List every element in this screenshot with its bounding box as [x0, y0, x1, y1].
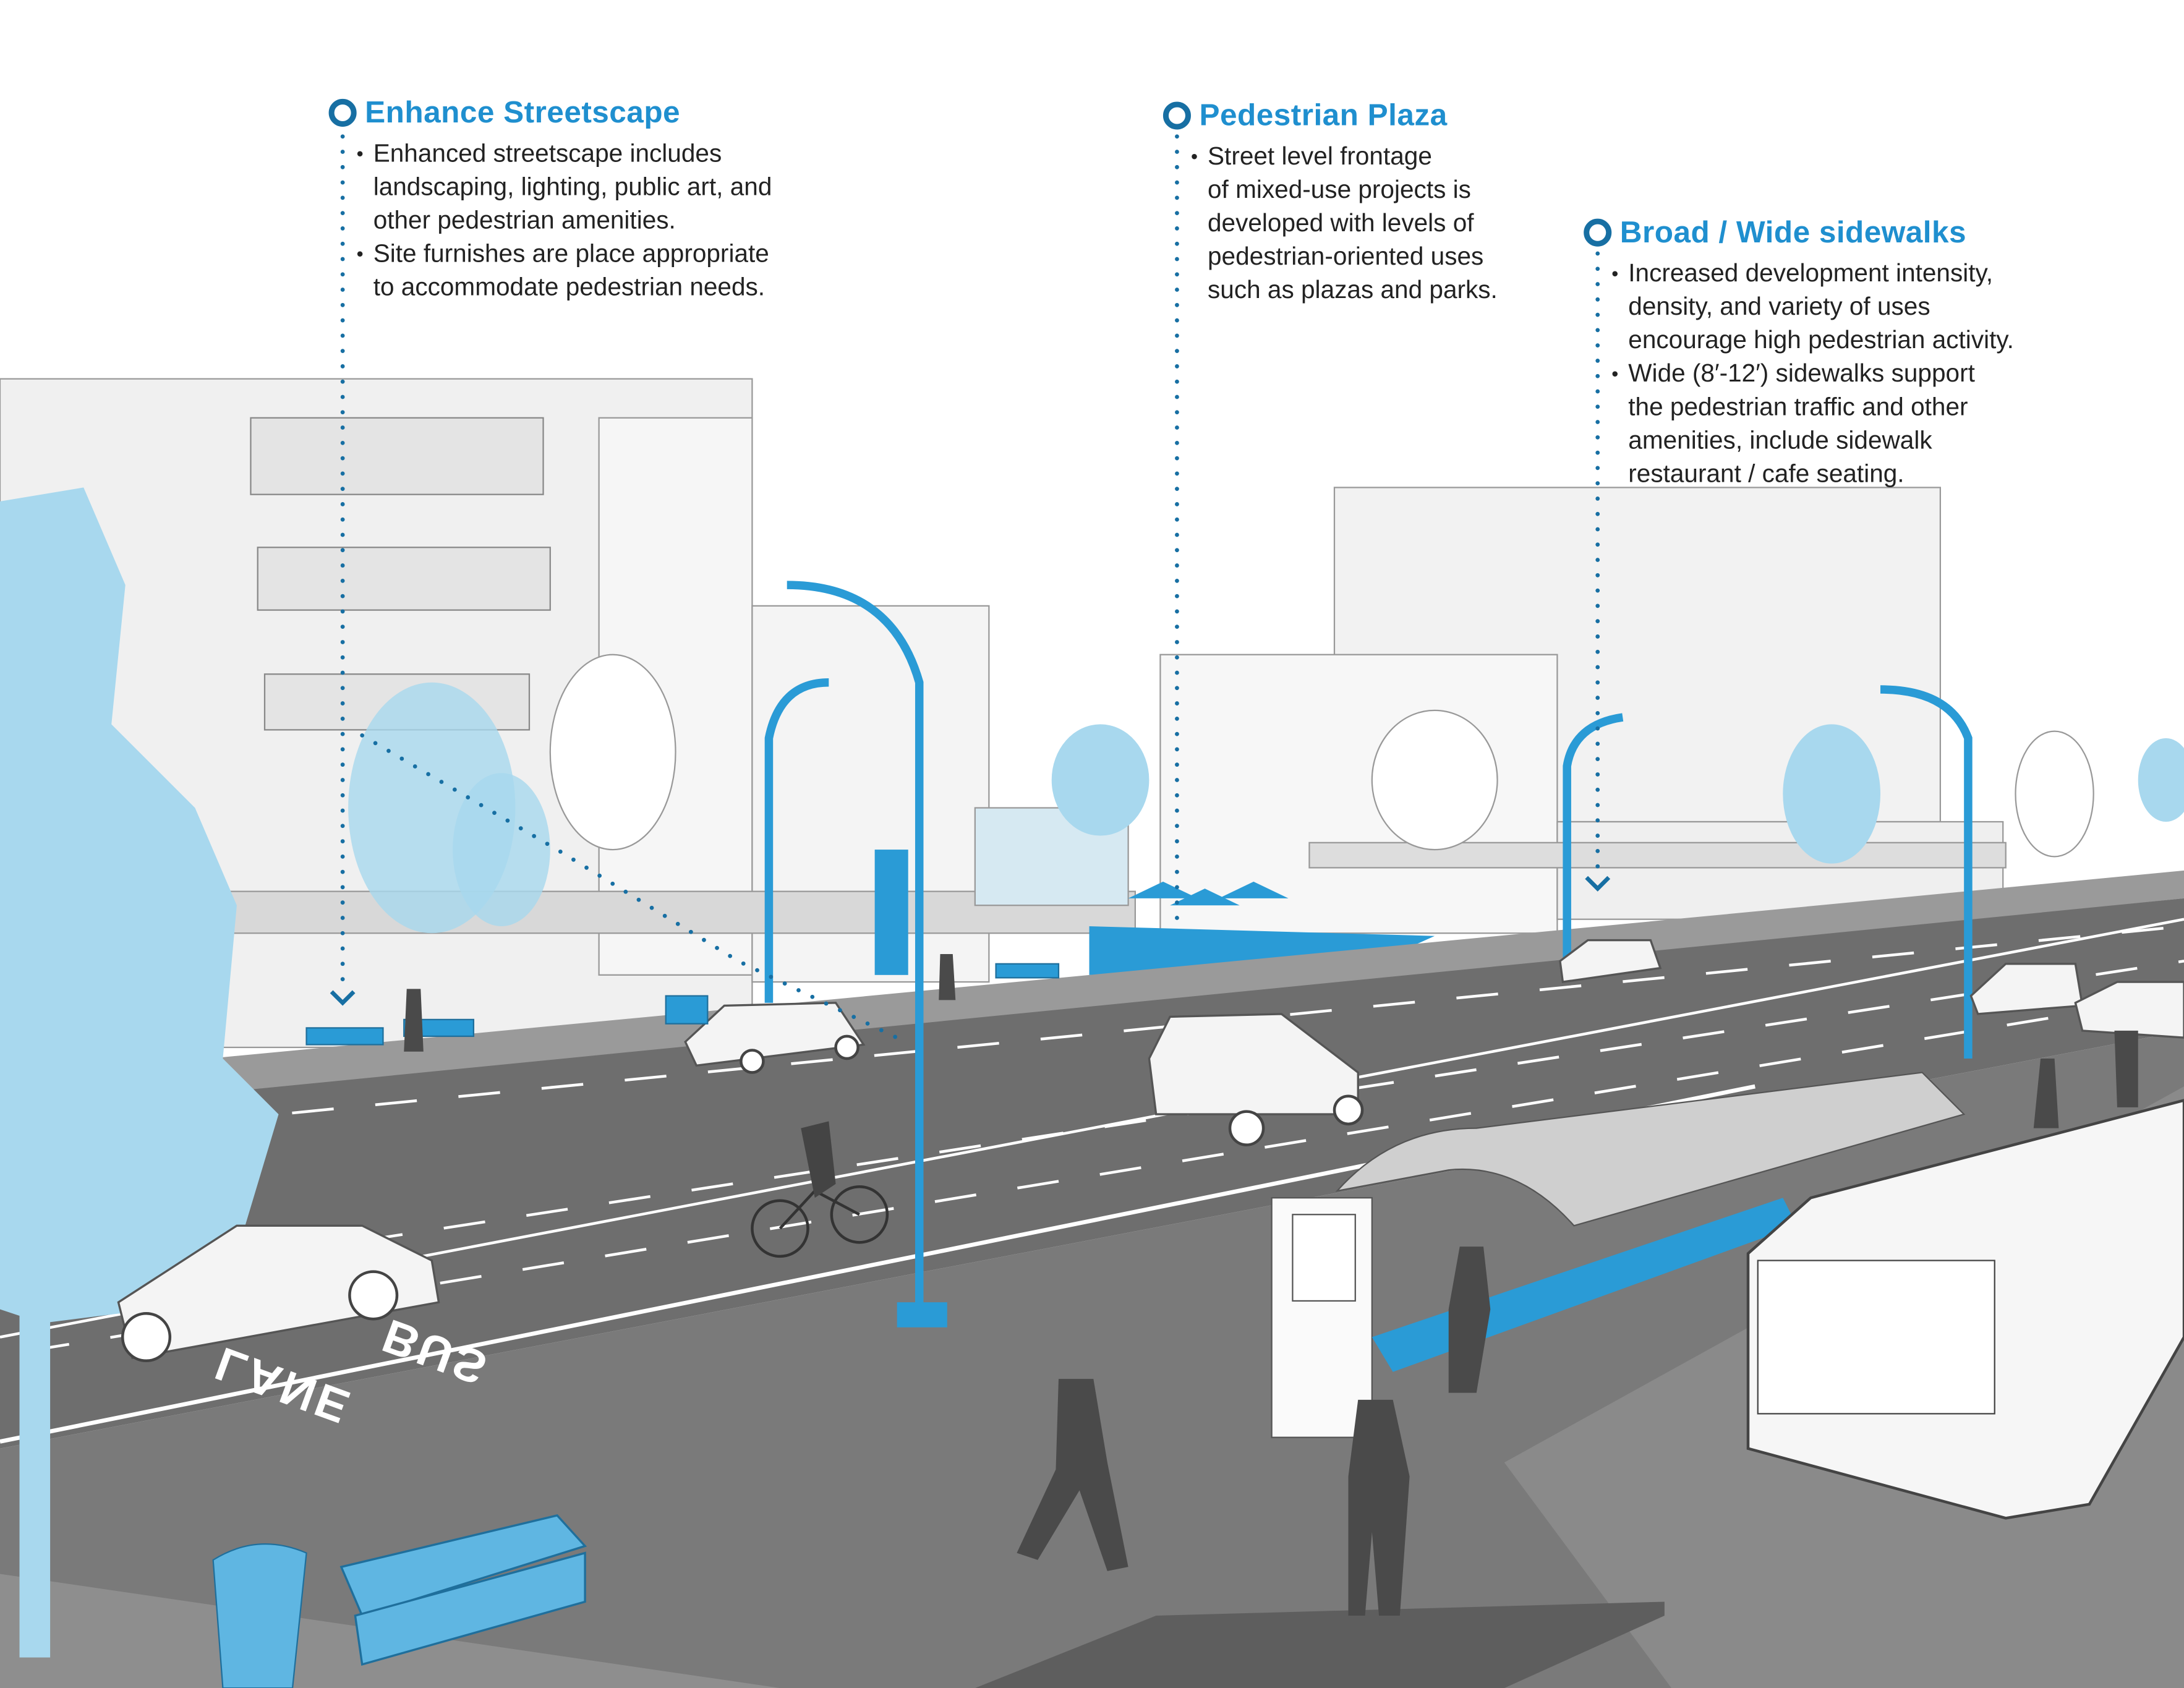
pedestrians [404, 954, 2138, 1616]
light-base [897, 1302, 947, 1328]
bench [339, 1514, 587, 1666]
callout-title: Enhance Streetscape [365, 95, 681, 130]
white-trees [549, 654, 2094, 858]
wheels [121, 1034, 1364, 1363]
right-buildings [1159, 487, 2007, 934]
trash-can [212, 1543, 307, 1688]
callout-title: Broad / Wide sidewalks [1619, 214, 1967, 250]
callout-leaders [340, 134, 1600, 1044]
ring-marker-icon [328, 98, 357, 127]
callout-wide-sidewalks: Broad / Wide sidewalks Increased develop… [1584, 215, 2014, 490]
road [0, 898, 2184, 1449]
callout-bullet: Increased development intensity, density… [1611, 256, 2014, 356]
cars [117, 939, 2184, 1360]
callout-title: Pedestrian Plaza [1199, 97, 1448, 132]
callout-bullet: Site furnishes are place appropriate to … [357, 237, 772, 304]
callout-bullet: Enhanced streetscape includes landscapin… [357, 137, 772, 237]
street-banner [874, 850, 908, 975]
callout-pedestrian-plaza: Pedestrian Plaza Street level frontage o… [1162, 97, 1498, 307]
callout-bullet: Street level frontage of mixed-use proje… [1191, 139, 1498, 306]
trees [0, 487, 2184, 1658]
callout-enhance-streetscape: Enhance Streetscape Enhanced streetscape… [328, 95, 772, 304]
chevron-down-icon [330, 876, 1611, 1006]
callout-bullet: Wide (8′-12′) sidewalks support the pede… [1611, 357, 2014, 490]
bus [1746, 1099, 2184, 1520]
ring-marker-icon [1584, 218, 1612, 247]
pedestrian-plaza [1089, 926, 1435, 975]
plaza-umbrellas [1128, 881, 1289, 906]
ring-marker-icon [1162, 101, 1191, 130]
curb [975, 1601, 1665, 1688]
cyclist-body [801, 1121, 836, 1198]
street-lights [764, 581, 1973, 1316]
